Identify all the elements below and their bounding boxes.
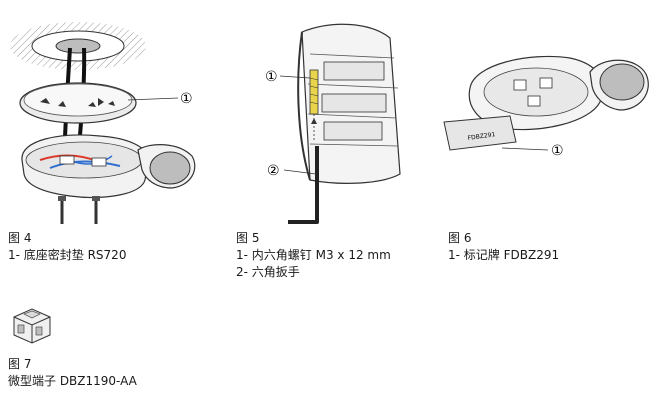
callout-line xyxy=(501,147,549,151)
figure-item: 2- 六角扳手 xyxy=(236,265,300,279)
callout-line xyxy=(283,169,317,175)
micro-terminal xyxy=(13,308,51,344)
figure-6-illustration: FDBZ291 ① xyxy=(443,55,649,159)
figure-4-caption: 图 4 1- 底座密封垫 RS720 xyxy=(8,230,126,264)
hex-key xyxy=(288,146,319,224)
hex-screw xyxy=(309,69,319,115)
callout-line xyxy=(127,97,179,101)
label-plate xyxy=(443,115,517,151)
screw xyxy=(92,196,100,224)
screw xyxy=(58,196,66,224)
figure-item: 1- 标记牌 FDBZ291 xyxy=(448,248,560,262)
figure-7-illustration xyxy=(13,308,51,344)
figure-title: 图 4 xyxy=(8,231,32,245)
callout-number: ① xyxy=(551,143,564,159)
callout-number: ① xyxy=(265,69,278,85)
figure-title: 图 7 xyxy=(8,357,32,371)
figure-6-caption: 图 6 1- 标记牌 FDBZ291 xyxy=(448,230,559,264)
figure-5-illustration: ① ② xyxy=(265,23,401,224)
figure-7-caption: 图 7 微型端子 DBZ1190-AA xyxy=(8,356,137,390)
figure-4-illustration: ① xyxy=(10,22,196,224)
figure-title: 图 5 xyxy=(236,231,260,245)
plate-text: FDBZ291 xyxy=(467,131,496,142)
callout-number: ② xyxy=(267,163,280,179)
callout-line xyxy=(279,75,311,79)
figure-item: 1- 底座密封垫 RS720 xyxy=(8,248,127,262)
figure-title: 图 6 xyxy=(448,231,472,245)
callout-number: ① xyxy=(180,91,193,107)
figure-5-caption: 图 5 1- 内六角螺钉 M3 x 12 mm 2- 六角扳手 xyxy=(236,230,391,281)
figure-item: 微型端子 DBZ1190-AA xyxy=(8,374,137,388)
figure-item: 1- 内六角螺钉 M3 x 12 mm xyxy=(236,248,391,262)
